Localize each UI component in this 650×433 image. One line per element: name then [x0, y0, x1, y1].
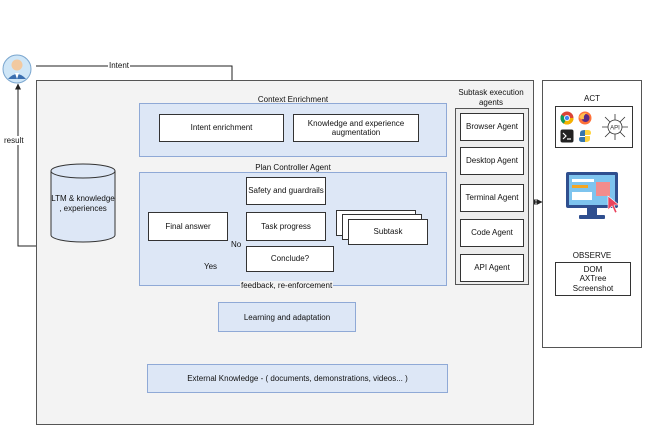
result-label: result [4, 136, 24, 145]
safety-guardrails-box: Safety and guardrails [246, 177, 326, 205]
code-agent-box: Code Agent [460, 219, 524, 247]
ltm-label: LTM & knowledge , experiences [51, 194, 115, 213]
observe-screenshot: Screenshot [572, 283, 614, 293]
final-answer-box: Final answer [148, 212, 228, 241]
intent-label: Intent [108, 61, 131, 70]
observe-axtree: AXTree [579, 274, 607, 284]
subtask-agents-title: Subtask execution agents [458, 88, 524, 107]
api-agent-box: API Agent [460, 254, 524, 282]
yes-label: Yes [204, 262, 218, 271]
browser-agent-box: Browser Agent [460, 113, 524, 141]
user-avatar-icon [2, 54, 32, 84]
chrome-icon [560, 111, 574, 125]
act-title: ACT [584, 94, 600, 103]
terminal-agent-box: Terminal Agent [460, 184, 524, 212]
terminal-icon [560, 129, 574, 143]
firefox-icon [578, 111, 592, 125]
svg-text:API: API [610, 126, 620, 132]
feedback-label: feedback, re-enforcement [240, 281, 334, 290]
act-icons-box: API [555, 106, 633, 148]
learning-adaptation-box: Learning and adaptation [218, 302, 356, 332]
task-progress-box: Task progress [246, 212, 326, 241]
monitor-icon [564, 170, 622, 222]
observe-box: DOM AXTree Screenshot [555, 262, 631, 296]
knowledge-augmentation-box: Knowledge and experience augmentation [293, 114, 419, 142]
observe-title: OBSERVE [572, 251, 612, 260]
no-label: No [231, 240, 242, 249]
api-icon: API [600, 111, 630, 143]
subtask-box: Subtask [348, 219, 428, 245]
intent-enrichment-box: Intent enrichment [159, 114, 284, 142]
plan-controller-title: Plan Controller Agent [255, 163, 331, 172]
python-icon [578, 129, 592, 143]
desktop-agent-box: Desktop Agent [460, 147, 524, 175]
conclude-box: Conclude? [246, 246, 334, 272]
ltm-database [50, 163, 116, 243]
external-knowledge-box: External Knowledge - ( documents, demons… [147, 364, 448, 393]
observe-dom: DOM [583, 265, 603, 275]
context-enrichment-title: Context Enrichment [257, 95, 329, 104]
